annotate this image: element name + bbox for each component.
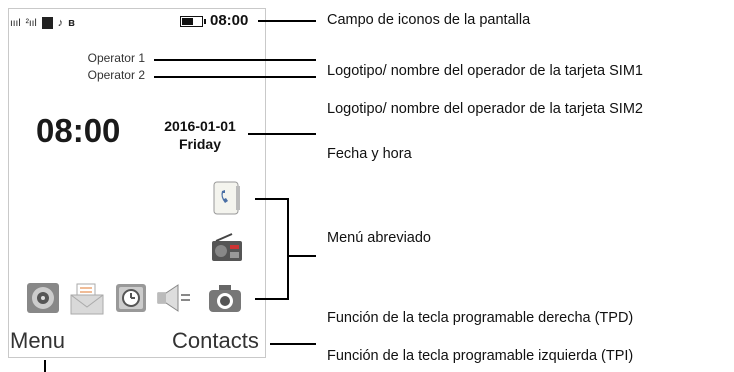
callout-line-right-softkey [270, 343, 316, 345]
weekday: Friday [178, 136, 221, 152]
callout-line-sim2 [154, 76, 316, 78]
radio-icon[interactable] [210, 233, 244, 263]
camera-icon[interactable] [208, 282, 242, 314]
bluetooth-icon: ʙ [68, 17, 75, 29]
battery-icon [180, 16, 206, 27]
clock: 08:00 [36, 112, 121, 149]
label-sim2: Logotipo/ nombre del operador de la tarj… [327, 101, 643, 117]
label-shortcut-menu: Menú abreviado [327, 230, 431, 246]
softkey-left[interactable]: Menu [10, 328, 66, 353]
date: 2016-01-01 [164, 118, 236, 134]
label-right-softkey: Función de la tecla programable derecha … [327, 310, 634, 326]
message-icon[interactable] [70, 283, 104, 315]
callout-line-icons [258, 20, 316, 22]
sim-card-icon [41, 17, 53, 29]
callout-line-shortcut-top [255, 198, 288, 200]
callout-bracket-shortcut [287, 198, 289, 300]
status-time: 08:00 [210, 12, 249, 29]
label-date-time: Fecha y hora [327, 146, 412, 162]
callout-line-left-softkey [44, 360, 46, 372]
speaker-icon[interactable] [26, 282, 60, 314]
label-icon-field: Campo de iconos de la pantalla [327, 12, 531, 28]
callout-line-datetime [248, 133, 316, 135]
callout-line-shortcut-bottom [255, 298, 288, 300]
volume-icon[interactable] [152, 283, 192, 313]
date-block: 2016-01-01 Friday [150, 117, 250, 153]
alarm-icon[interactable] [115, 283, 147, 313]
label-sim1: Logotipo/ nombre del operador de la tarj… [327, 63, 643, 79]
phonebook-icon[interactable] [212, 180, 242, 216]
operator1-name: Operator 1 [87, 51, 145, 65]
callout-line-sim1 [154, 59, 316, 61]
music-note-icon: ♪ [57, 17, 64, 29]
signal-sim2-icon: ²ııl [25, 17, 37, 29]
softkey-right[interactable]: Contacts [172, 328, 259, 353]
operator2-name: Operator 2 [87, 68, 145, 82]
label-left-softkey: Función de la tecla programable izquierd… [327, 348, 634, 364]
callout-line-shortcut [287, 255, 316, 257]
signal-sim1-icon: ıııl [10, 17, 21, 29]
status-bar: ıııl ²ııl ♪ ʙ [10, 15, 75, 31]
